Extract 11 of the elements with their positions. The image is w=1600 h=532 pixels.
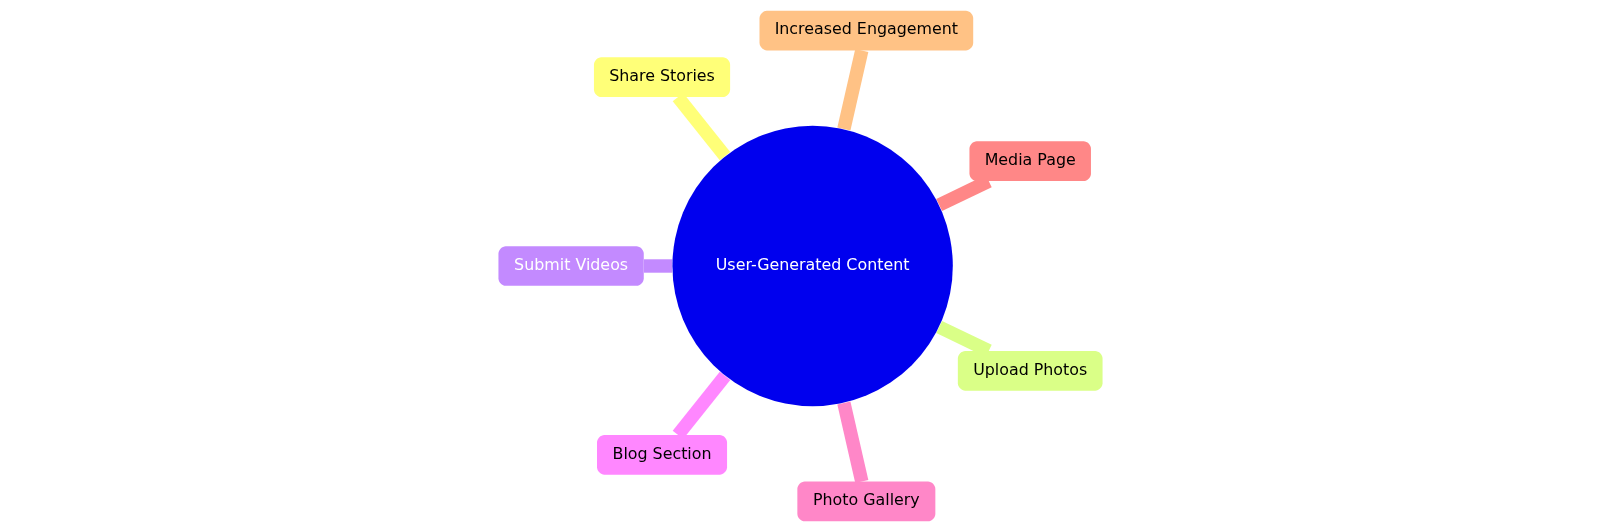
node-circle: User-Generated Content xyxy=(671,125,953,407)
node-box: Submit Videos xyxy=(497,246,644,286)
node-box: Photo Gallery xyxy=(796,481,935,522)
node-box: Increased Engagement xyxy=(759,10,973,51)
node-box: Upload Photos xyxy=(957,350,1103,391)
connector xyxy=(836,401,868,483)
node-box: Blog Section xyxy=(596,434,727,475)
connector xyxy=(836,49,868,131)
node-box: Media Page xyxy=(968,141,1091,182)
node-box: Share Stories xyxy=(593,57,730,98)
connector xyxy=(643,259,672,273)
